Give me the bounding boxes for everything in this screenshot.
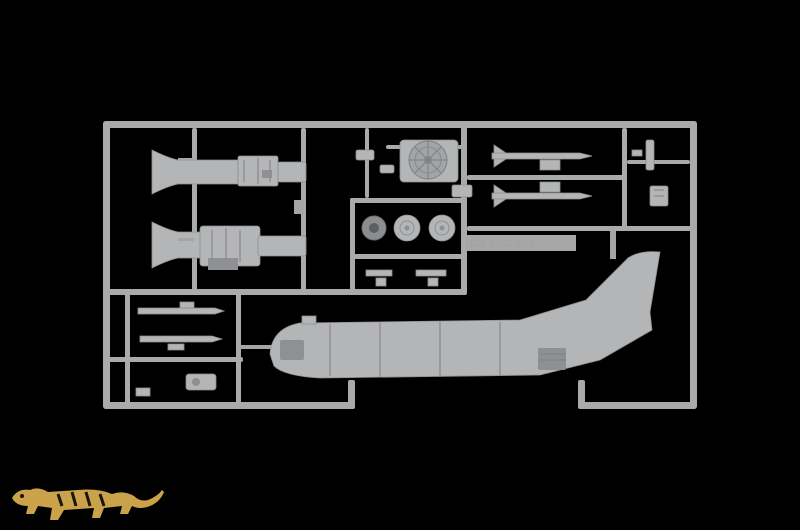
tiger-logo-icon — [12, 488, 164, 520]
wheel-part-3 — [428, 214, 456, 242]
small-part — [355, 149, 375, 161]
intake-part-lower — [151, 221, 307, 270]
fuselage-half-part — [269, 251, 661, 379]
gear-strut — [365, 269, 393, 277]
engine-fan-part — [399, 139, 459, 183]
wheel-part-1 — [361, 215, 387, 241]
intake-part-upper — [151, 149, 307, 195]
small-part — [645, 139, 655, 171]
wheel-part-2 — [393, 214, 421, 242]
antenna-part — [137, 307, 226, 315]
rocket-part-1 — [491, 144, 593, 171]
rocket-part-2 — [491, 181, 593, 208]
sprue-embossed-code: Ca F/C-86F — [470, 238, 538, 250]
